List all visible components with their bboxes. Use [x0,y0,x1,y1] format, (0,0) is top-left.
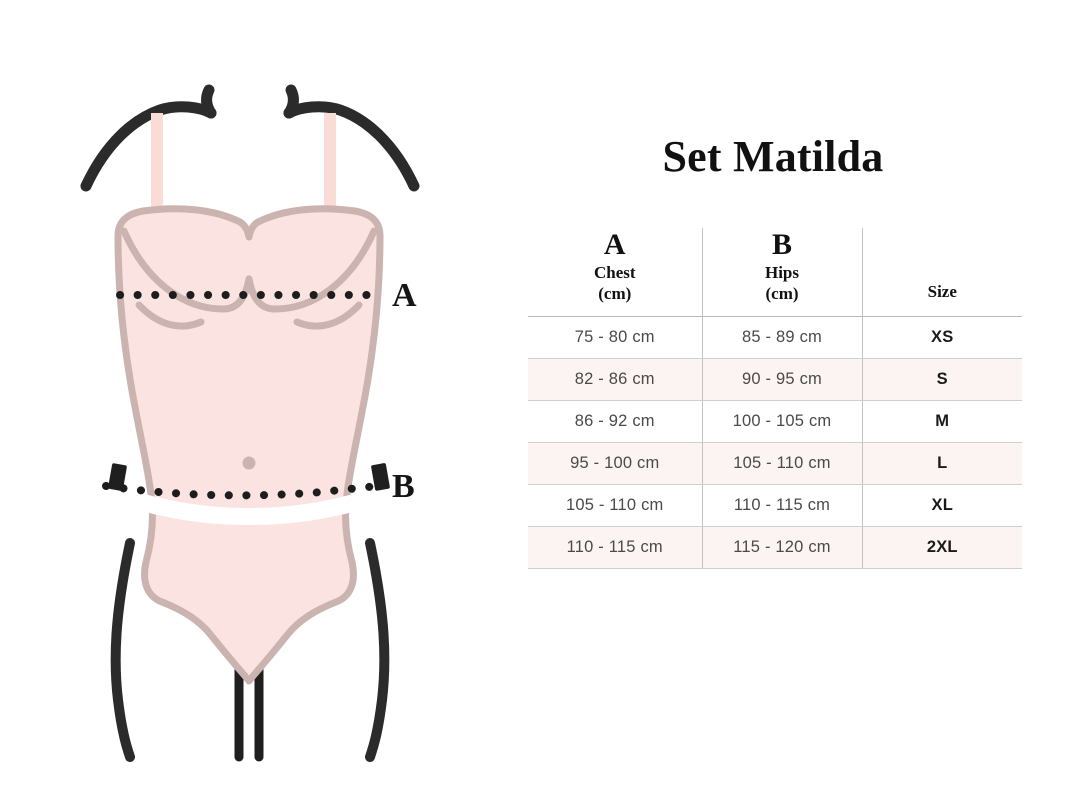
product-illustration: A B [0,0,500,810]
size-table-head: A Chest (cm) B Hips (cm) Size [528,228,1022,318]
cell-hips: 100 - 105 cm [701,400,862,444]
cell-chest: 86 - 92 cm [528,400,702,444]
table-header-row: A Chest (cm) B Hips (cm) Size [528,228,1022,318]
cell-size: M [861,400,1022,444]
size-table: A Chest (cm) B Hips (cm) Size [528,228,1022,570]
shoulder-arms-icon [80,84,420,192]
cell-size: XL [861,484,1022,528]
navel-detail [242,456,256,470]
measure-label-b: B [392,468,415,505]
bodysuit-straps-icon [151,113,336,215]
cell-hips: 115 - 120 cm [701,526,862,570]
cell-hips: 85 - 89 cm [701,316,862,360]
cell-chest: 75 - 80 cm [528,316,702,360]
column-header-chest-unit: (cm) [598,283,632,303]
column-header-hips: B Hips (cm) [701,228,862,318]
garter-clip-icon [108,463,390,491]
size-table-container: A Chest (cm) B Hips (cm) Size [528,228,1022,570]
cell-size: L [861,442,1022,486]
cell-size: 2XL [861,526,1022,570]
underbust-seam-detail [135,301,363,330]
column-header-hips-name: Hips [764,262,800,282]
cell-size: S [861,358,1022,402]
cell-hips: 105 - 110 cm [701,442,862,486]
legs-outline-icon [110,538,390,762]
column-header-size-label: Size [927,281,957,301]
column-header-hips-unit: (cm) [765,283,799,303]
column-header-chest-name: Chest [593,262,636,282]
column-header-chest-letter: A [603,228,626,261]
page-title: Set Matilda [662,132,884,181]
cell-size: XS [861,316,1022,360]
cell-chest: 105 - 110 cm [528,484,702,528]
cell-chest: 110 - 115 cm [528,526,702,570]
cell-chest: 82 - 86 cm [528,358,702,402]
size-table-panel: Set Matilda A Chest (cm) [500,0,1080,810]
cell-chest: 95 - 100 cm [528,442,702,486]
column-header-chest: A Chest (cm) [528,228,702,318]
brief-waistband-detail [104,482,394,525]
column-header-size: Size [861,228,1022,318]
column-header-hips-letter: B [771,228,792,261]
cell-hips: 110 - 115 cm [701,484,862,528]
cell-hips: 90 - 95 cm [701,358,862,402]
measure-label-a: A [392,277,417,314]
